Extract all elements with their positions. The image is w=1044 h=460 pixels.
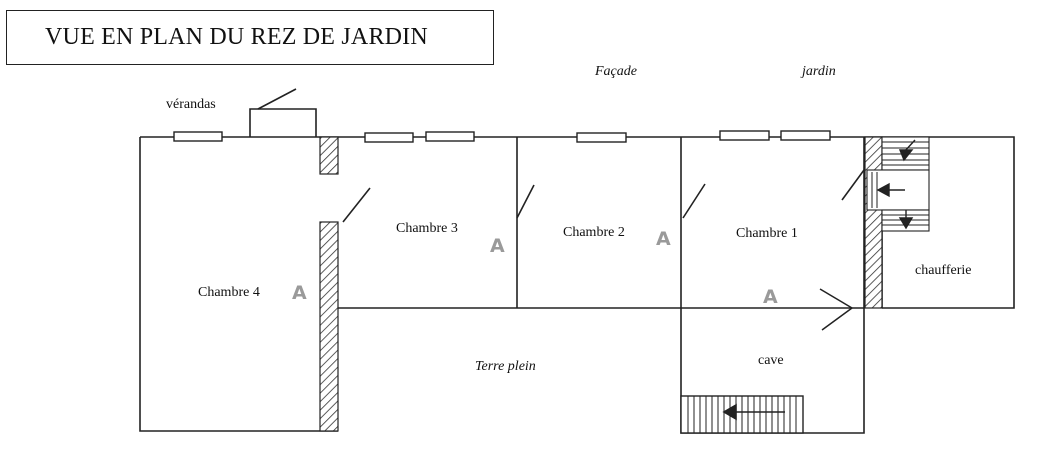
chambre-3-label: Chambre 3 (396, 221, 458, 236)
verandas-label: vérandas (166, 97, 216, 112)
stair-arrows (876, 139, 916, 230)
door-stair (841, 169, 865, 201)
marker-a-chambre-3: A (490, 235, 505, 257)
chaufferie-walls (864, 136, 1015, 309)
window-6 (780, 130, 831, 141)
cave-stair-treads (687, 396, 797, 433)
marker-a-chambre-2: A (656, 228, 671, 250)
window-5 (719, 130, 770, 141)
hatched-wall-lower (319, 221, 339, 432)
hatched-wall-upper (319, 136, 339, 175)
cave-entry-arrow (819, 288, 853, 331)
window-2 (364, 132, 414, 143)
door-chambre-2 (516, 184, 535, 219)
facade-label: Façade (595, 64, 637, 79)
window-4 (576, 132, 627, 143)
hatched-wall-stair (864, 136, 883, 309)
door-chambre-1 (682, 183, 706, 219)
window-3 (425, 131, 475, 142)
page-title: VUE EN PLAN DU REZ DE JARDIN (6, 10, 494, 65)
veranda-door (257, 88, 297, 110)
chambre-4-label: Chambre 4 (198, 285, 260, 300)
chaufferie-label: chaufferie (915, 263, 972, 278)
marker-a-chambre-4: A (292, 282, 307, 304)
veranda-outline (249, 108, 317, 137)
marker-a-chambre-1: A (763, 286, 778, 308)
cave-stair-arrow (722, 403, 785, 421)
chambre-2-label: Chambre 2 (563, 225, 625, 240)
window-1 (173, 131, 223, 142)
cave-label: cave (758, 353, 784, 368)
chambre-4-walls (139, 137, 338, 432)
terre-plein-label: Terre plein (475, 359, 536, 374)
door-chambre-3 (342, 187, 371, 223)
chambre-1-label: Chambre 1 (736, 226, 798, 241)
jardin-label: jardin (802, 64, 836, 79)
